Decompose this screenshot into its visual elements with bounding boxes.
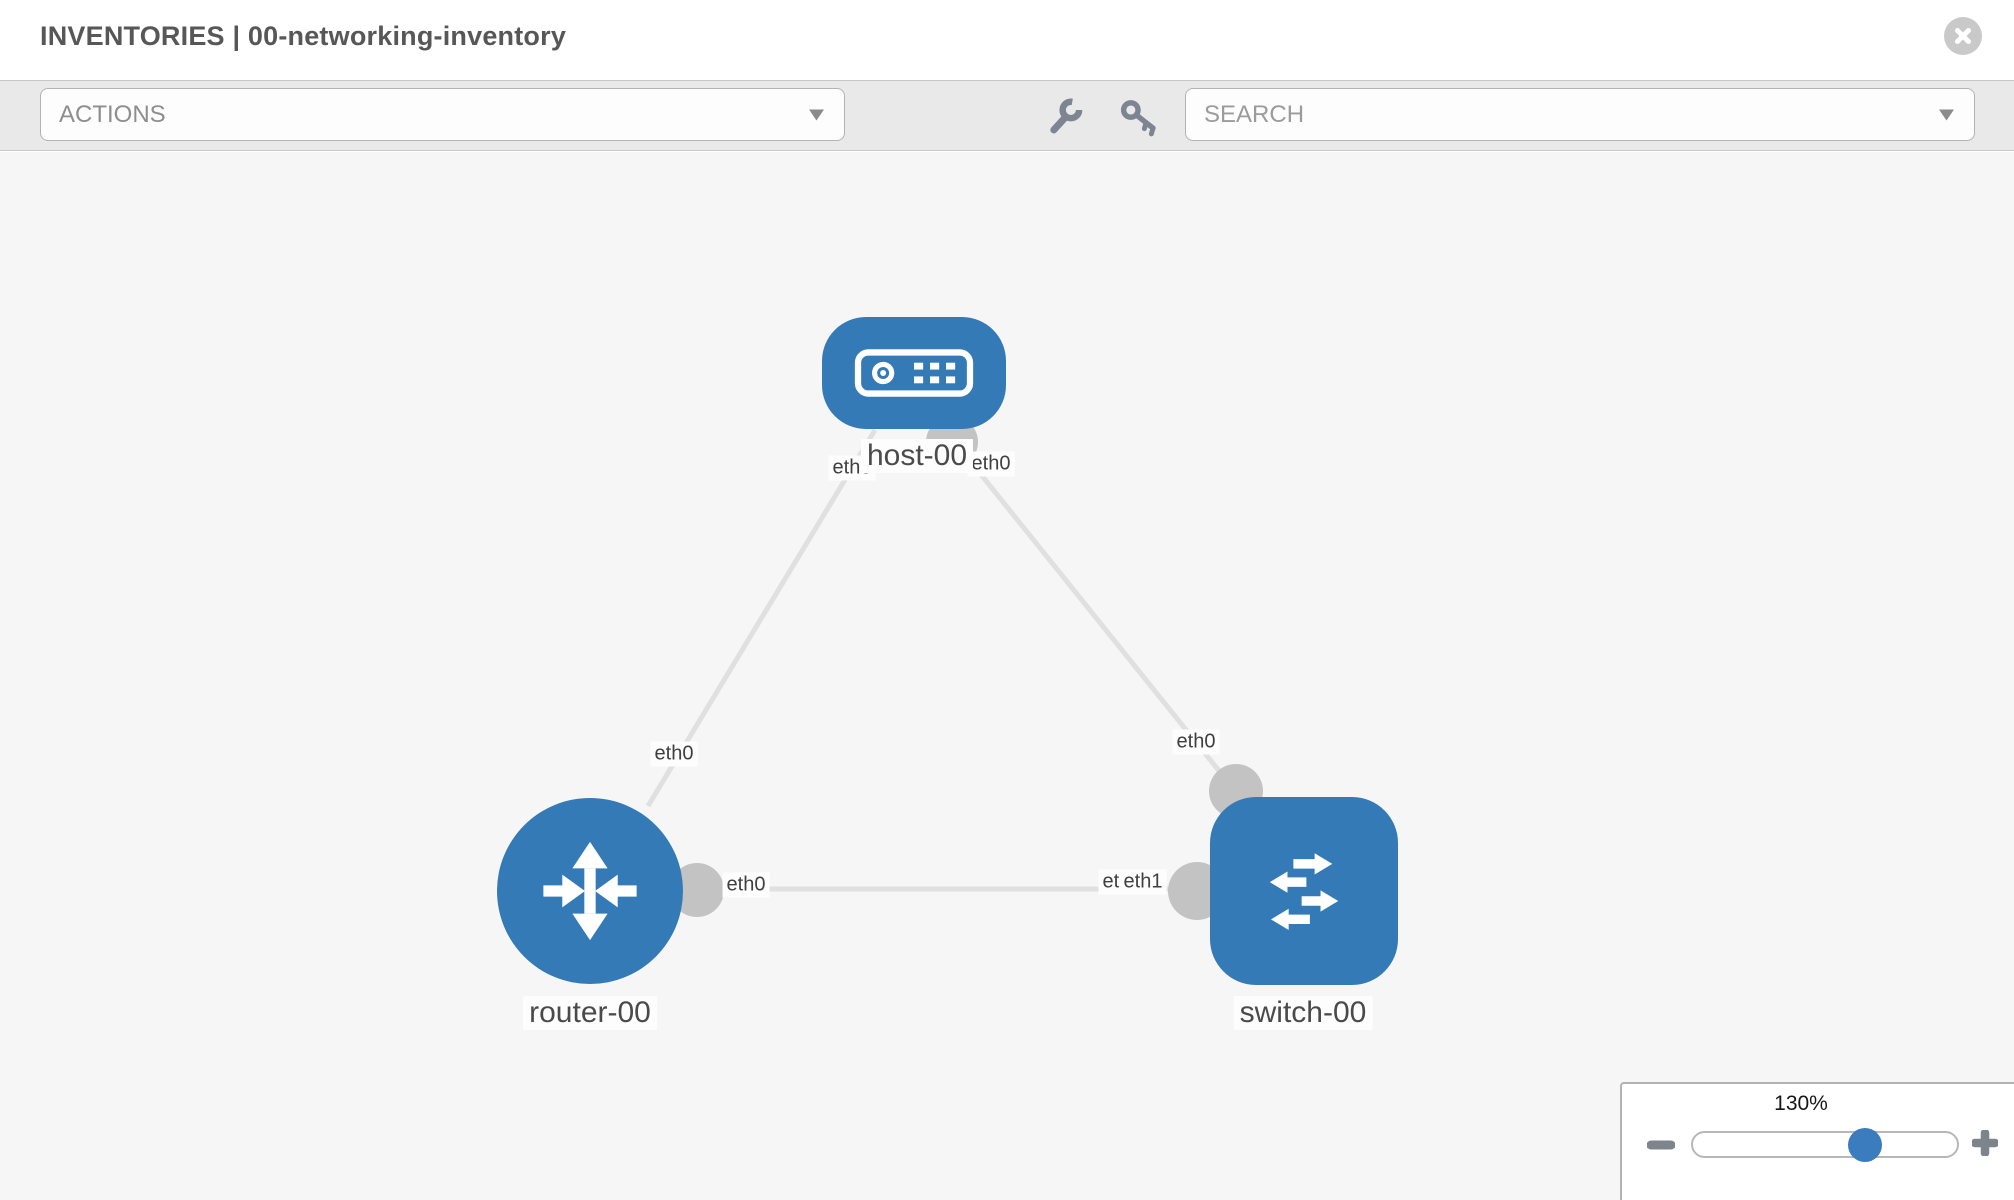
- zoom-out-button[interactable]: [1644, 1130, 1678, 1160]
- zoom-in-button[interactable]: [1968, 1128, 2002, 1158]
- iface-label-router-right-eth0: eth0: [722, 872, 770, 898]
- wrench-icon: [1050, 98, 1083, 134]
- topology-canvas[interactable]: host-00 router-00 switch-00 eth0 eth0 et…: [0, 152, 2014, 1200]
- node-router-00[interactable]: [497, 798, 683, 984]
- toolbar: ACTIONS SEARCH: [0, 80, 2014, 151]
- iface-label-host-eth0-right: eth0: [967, 451, 1015, 477]
- iface-label-switch-top-eth0: eth0: [1172, 729, 1220, 755]
- minus-icon: [1647, 1140, 1675, 1150]
- links-layer: [645, 416, 1263, 920]
- header: INVENTORIES | 00-networking-inventory: [0, 0, 2014, 80]
- zoom-slider-track[interactable]: [1691, 1131, 1959, 1158]
- page-title: INVENTORIES | 00-networking-inventory: [40, 21, 567, 51]
- iface-label-router-top-eth0: eth0: [650, 741, 698, 767]
- key-icon: [1120, 100, 1156, 137]
- switch-icon: [1269, 853, 1339, 930]
- close-button[interactable]: [1944, 17, 1982, 55]
- iface-label-switch-left-eth1: eth1: [1119, 869, 1167, 895]
- actions-dropdown[interactable]: ACTIONS: [40, 88, 845, 141]
- zoom-slider-thumb[interactable]: [1848, 1128, 1882, 1162]
- node-label-host-00: host-00: [860, 439, 974, 473]
- host-icon: [854, 349, 974, 397]
- search-dropdown[interactable]: SEARCH: [1185, 88, 1975, 141]
- key-button[interactable]: [1116, 94, 1162, 140]
- node-host-00[interactable]: [822, 317, 1006, 429]
- node-switch-00[interactable]: [1210, 797, 1398, 985]
- zoom-panel: 130%: [1620, 1082, 2014, 1200]
- node-label-router-00: router-00: [523, 996, 657, 1030]
- search-placeholder: SEARCH: [1204, 100, 1305, 128]
- actions-dropdown-label: ACTIONS: [59, 100, 166, 128]
- close-icon: [1955, 28, 1971, 44]
- plus-icon: [1972, 1130, 1998, 1156]
- endpoint-router-right: [670, 863, 724, 917]
- node-label-switch-00: switch-00: [1233, 996, 1373, 1030]
- zoom-value: 130%: [1774, 1092, 1828, 1115]
- chevron-down-icon: [809, 109, 824, 120]
- router-icon: [543, 841, 637, 941]
- chevron-down-icon: [1939, 109, 1954, 120]
- tools-button[interactable]: [1042, 94, 1088, 140]
